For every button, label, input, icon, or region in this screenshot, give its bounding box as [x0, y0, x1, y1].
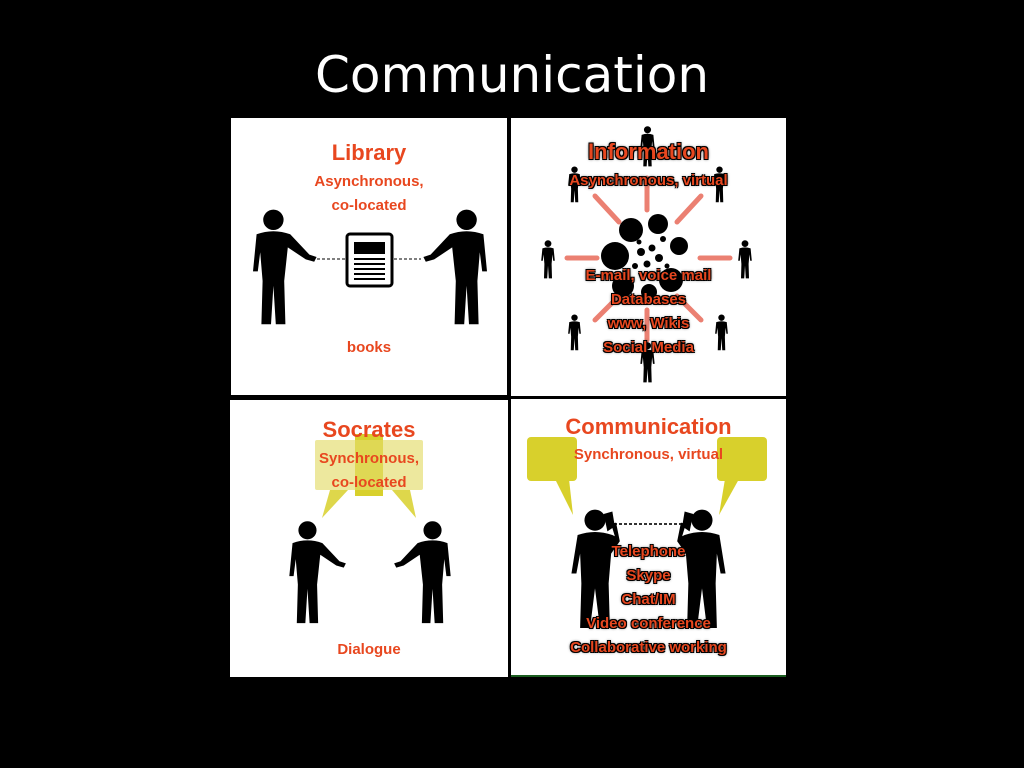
communication-item: Skype [626, 567, 671, 584]
library-illustration [253, 209, 487, 325]
information-subtitle: Asynchronous, virtual [569, 172, 728, 189]
socrates-heading: Socrates [322, 417, 416, 442]
information-item: Databases [610, 291, 687, 308]
speech-bubble-icon [315, 434, 423, 518]
socrates-subtitle-line1: Synchronous, [318, 450, 419, 467]
socrates-subtitle-line2: co-located [331, 474, 407, 491]
library-subtitle-line1: Asynchronous, [314, 173, 424, 190]
speech-bubble-left-icon [527, 437, 577, 515]
library-subtitle-line2: co-located [331, 197, 407, 214]
library-heading: Library [331, 140, 407, 165]
communication-heading: Communication [565, 414, 732, 439]
slide-title: Communication [314, 46, 710, 104]
communication-subtitle: Synchronous, virtual [573, 446, 724, 463]
communication-items: Telephone Skype Chat/IM Video conference… [511, 540, 786, 660]
communication-panel: Communication Synchronous, virtual Telep… [511, 399, 786, 677]
document-icon [345, 232, 394, 288]
person-left-figure [289, 521, 346, 624]
communication-item: Video conference [586, 615, 711, 632]
information-items: E-mail, voice mail Databases www, Wikis … [511, 264, 786, 360]
data-cluster-icon [601, 214, 688, 300]
information-network-illustration [541, 126, 752, 383]
person-left-figure [253, 209, 317, 325]
communication-item: Collaborative working [570, 639, 727, 656]
information-item: Social Media [603, 339, 694, 356]
library-caption: books [346, 339, 392, 356]
communication-illustration [527, 437, 767, 629]
person-right-figure [423, 209, 487, 325]
information-panel: Information Asynchronous, virtual E-mail… [511, 118, 786, 396]
communication-item: Chat/IM [621, 591, 676, 608]
library-panel: Library Asynchronous, co-located books [231, 118, 507, 395]
information-heading: Information [588, 139, 709, 164]
information-item: www, Wikis [607, 315, 690, 332]
socrates-caption: Dialogue [337, 641, 401, 658]
person-right-figure [394, 521, 451, 624]
socrates-panel: Socrates Synchronous, co-located Dialogu… [230, 400, 508, 677]
speech-bubble-right-icon [717, 437, 767, 515]
information-item: E-mail, voice mail [585, 267, 712, 284]
socrates-illustration [289, 434, 451, 624]
communication-item: Telephone [611, 543, 686, 560]
